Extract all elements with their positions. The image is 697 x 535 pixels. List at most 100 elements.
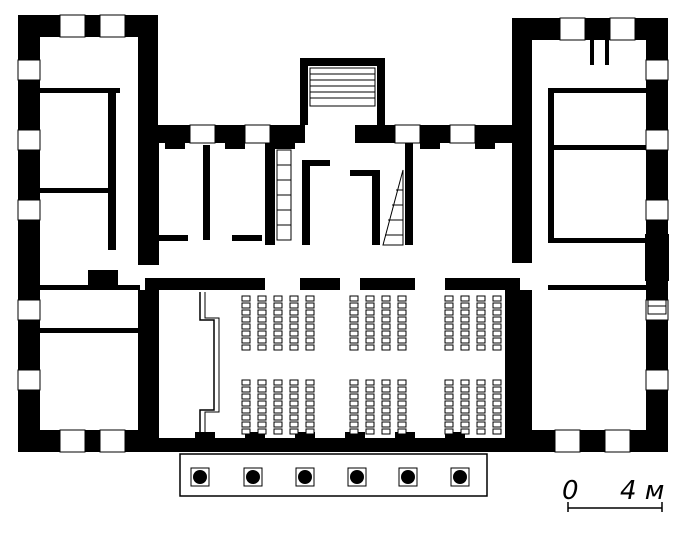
bench bbox=[397, 330, 407, 337]
bench bbox=[241, 407, 251, 414]
bench bbox=[273, 337, 283, 344]
column bbox=[193, 470, 207, 484]
bench bbox=[305, 323, 315, 330]
bench bbox=[365, 323, 375, 330]
bench bbox=[289, 330, 299, 337]
bench bbox=[241, 414, 251, 421]
bench bbox=[365, 400, 375, 407]
bench bbox=[273, 309, 283, 316]
bench bbox=[273, 428, 283, 435]
bench bbox=[273, 302, 283, 309]
bench bbox=[365, 295, 375, 302]
bench bbox=[241, 379, 251, 386]
bench bbox=[476, 428, 486, 435]
bench bbox=[444, 309, 454, 316]
bench bbox=[257, 330, 267, 337]
scale-bar bbox=[567, 502, 663, 512]
bench bbox=[273, 295, 283, 302]
bench bbox=[460, 344, 470, 351]
bench bbox=[349, 309, 359, 316]
bench bbox=[444, 330, 454, 337]
bench bbox=[289, 407, 299, 414]
bench bbox=[397, 407, 407, 414]
bench bbox=[241, 428, 251, 435]
bench bbox=[397, 309, 407, 316]
bench bbox=[241, 323, 251, 330]
bench bbox=[381, 386, 391, 393]
bench bbox=[273, 330, 283, 337]
column bbox=[298, 470, 312, 484]
bench bbox=[365, 386, 375, 393]
bench bbox=[381, 330, 391, 337]
bench bbox=[460, 400, 470, 407]
bench bbox=[349, 414, 359, 421]
bench bbox=[257, 407, 267, 414]
bench bbox=[241, 400, 251, 407]
bench bbox=[460, 379, 470, 386]
bench bbox=[460, 393, 470, 400]
bench bbox=[365, 344, 375, 351]
bench bbox=[257, 302, 267, 309]
bench bbox=[289, 316, 299, 323]
bench bbox=[444, 344, 454, 351]
bench bbox=[273, 386, 283, 393]
bench bbox=[273, 421, 283, 428]
scale-start-label: 0 bbox=[562, 476, 579, 506]
bench bbox=[241, 302, 251, 309]
bench bbox=[476, 344, 486, 351]
column bbox=[350, 470, 364, 484]
left-wing-north-wall bbox=[18, 15, 158, 37]
bench bbox=[381, 428, 391, 435]
bench bbox=[492, 421, 502, 428]
bench bbox=[349, 316, 359, 323]
bench bbox=[289, 414, 299, 421]
bench bbox=[460, 386, 470, 393]
stairs bbox=[199, 67, 669, 438]
bench bbox=[305, 330, 315, 337]
bench bbox=[257, 337, 267, 344]
bench bbox=[381, 407, 391, 414]
bench bbox=[289, 323, 299, 330]
bench bbox=[444, 400, 454, 407]
seating-benches bbox=[241, 295, 502, 435]
bench bbox=[476, 337, 486, 344]
bench bbox=[492, 316, 502, 323]
bench bbox=[381, 400, 391, 407]
bench bbox=[257, 379, 267, 386]
bench bbox=[305, 379, 315, 386]
bench bbox=[305, 414, 315, 421]
bench bbox=[492, 393, 502, 400]
bench bbox=[444, 386, 454, 393]
bench bbox=[289, 393, 299, 400]
bench bbox=[365, 302, 375, 309]
bench bbox=[365, 316, 375, 323]
column bbox=[246, 470, 260, 484]
bench bbox=[289, 386, 299, 393]
bench bbox=[476, 414, 486, 421]
bench bbox=[257, 323, 267, 330]
bench bbox=[257, 400, 267, 407]
bench bbox=[492, 428, 502, 435]
bench bbox=[476, 309, 486, 316]
bench bbox=[365, 428, 375, 435]
bench bbox=[273, 316, 283, 323]
bench bbox=[397, 393, 407, 400]
bench bbox=[444, 428, 454, 435]
bench bbox=[241, 344, 251, 351]
bench bbox=[289, 400, 299, 407]
bench bbox=[444, 316, 454, 323]
bench bbox=[381, 421, 391, 428]
bench bbox=[289, 295, 299, 302]
bench bbox=[349, 379, 359, 386]
bench bbox=[492, 302, 502, 309]
bench bbox=[273, 414, 283, 421]
bench bbox=[241, 330, 251, 337]
bench bbox=[289, 421, 299, 428]
bench bbox=[241, 393, 251, 400]
bench bbox=[289, 344, 299, 351]
bench bbox=[492, 414, 502, 421]
bench bbox=[460, 295, 470, 302]
bench bbox=[349, 400, 359, 407]
bench bbox=[273, 379, 283, 386]
